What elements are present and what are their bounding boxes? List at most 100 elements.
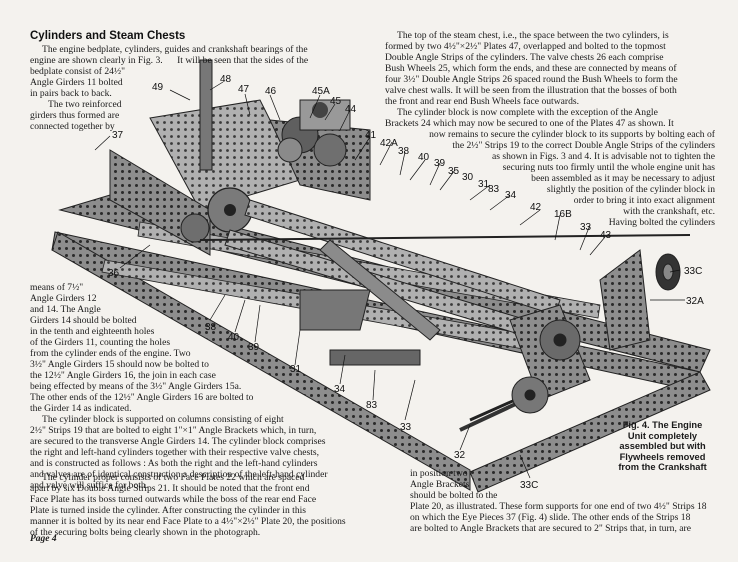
- mid-line: means of 7½": [30, 282, 84, 293]
- callout-34: 34: [334, 384, 346, 395]
- right-line: The top of the steam chest, i.e., the sp…: [397, 30, 669, 41]
- right-line: four 3½" Double Angle Strips 26 spaced r…: [385, 74, 678, 85]
- callout-45a: 45A: [312, 86, 330, 97]
- intro-line-1: The engine bedplate, cylinders, guides a…: [30, 44, 370, 55]
- cylinder-block: [109, 59, 371, 256]
- low-line: the 12½" Angle Girders 16, the join in e…: [30, 370, 216, 381]
- intro-text-b: engine are shown clearly in Fig. 3.: [30, 55, 163, 66]
- block-line: now remains to secure the cylinder block…: [429, 129, 715, 140]
- callout-32: 32: [454, 450, 466, 461]
- callout-40-top: 40: [418, 152, 430, 163]
- callout-45: 45: [330, 96, 342, 107]
- callout-38: 38: [205, 322, 217, 333]
- angle-brackets-wrap: in position two Angle Brackets should be…: [410, 468, 520, 501]
- callout-83: 83: [366, 400, 378, 411]
- block-line: The cylinder block is now complete with …: [397, 107, 658, 118]
- cylinder-proper-paragraph: The cylinder proper consists of two Face…: [30, 472, 450, 538]
- callout-42a: 42A: [380, 138, 398, 149]
- caption-line: Unit completely: [627, 430, 698, 441]
- callout-48: 48: [220, 74, 232, 85]
- left-mid-text: means of 7½" Angle Girders 12 and 14. Th…: [30, 282, 240, 359]
- wrap-line: in pairs back to back.: [30, 88, 112, 99]
- mid-line: Angle Girders 12: [30, 293, 97, 304]
- right-line: formed by two 4½"×2½" Plates 47, overlap…: [385, 41, 666, 52]
- cyl-line: and valve will suffice for both.: [30, 480, 149, 491]
- block-line: order to bring it into exact alignment: [573, 195, 715, 206]
- cyl-line: the right and left-hand cylinders togeth…: [30, 447, 320, 458]
- block-line: the 2½" Strips 19 to the correct Double …: [452, 140, 715, 151]
- callout-43: 43: [600, 230, 612, 241]
- wrap-line: bedplate consist of 24½": [30, 66, 126, 77]
- caption-line: from the Crankshaft: [618, 462, 707, 472]
- left-low-text: 3½" Angle Girders 15 should now be bolte…: [30, 359, 330, 414]
- mid-line: from the cylinder ends of the engine. Tw…: [30, 348, 191, 359]
- low-line: being effected by means of the 3½" Angle…: [30, 381, 242, 392]
- connecting-rods: [199, 199, 691, 432]
- support-line: are bolted to Angle Brackets that are se…: [410, 523, 691, 534]
- callout-36: 36: [108, 268, 120, 279]
- mid-line: and 14. The Angle: [30, 304, 101, 315]
- cyl-line: are secured to the transverse Angle Gird…: [30, 436, 326, 447]
- callout-37: 37: [112, 130, 124, 141]
- supports-paragraph: Plate 20, as illustrated. These form sup…: [410, 501, 720, 534]
- wrap-line: connected together by: [30, 121, 115, 132]
- bottom-line: apart by six Double Angle Strips 21. It …: [30, 483, 310, 494]
- callout-33c: 33C: [520, 480, 538, 491]
- block-line: as shown in Figs. 3 and 4. It is advisab…: [491, 151, 715, 162]
- cyl-line: The cylinder block is supported on colum…: [42, 414, 284, 425]
- callout-16b: 16B: [554, 209, 572, 220]
- wrap-line: in position two: [410, 468, 468, 479]
- callout-35: 35: [448, 166, 460, 177]
- callout-47: 47: [238, 84, 250, 95]
- callout-42: 42: [530, 202, 542, 213]
- cyl-line: and is constructed as follows : As both …: [30, 458, 318, 469]
- right-line: the front and rear end Bush Wheels face …: [385, 96, 580, 107]
- callout-38-top: 38: [398, 146, 410, 157]
- callout-33-top: 33: [580, 222, 592, 233]
- low-line: 3½" Angle Girders 15 should now be bolte…: [30, 359, 209, 370]
- wrap-line: The two reinforced: [48, 99, 122, 110]
- right-line: valve chest walls. It will be seen from …: [385, 85, 677, 96]
- bottom-line: Face Plate has its boss turned outwards …: [30, 494, 317, 505]
- low-line: The other ends of the 12½" Angle Girders…: [30, 392, 254, 403]
- callout-34-top: 34: [505, 190, 517, 201]
- block-line: Brackets 24 which may now be secured to …: [385, 118, 674, 129]
- block-line: been assembled as it may be necessary to…: [531, 173, 715, 184]
- bottom-line: Plate is turned inside the cylinder. Aft…: [30, 505, 307, 516]
- caption-line: Fig. 4. The Engine: [622, 420, 703, 430]
- intro-line-2: engine are shown clearly in Fig. 3. It w…: [30, 55, 370, 66]
- intro-text-a: The engine bedplate, cylinders, guides a…: [42, 44, 308, 55]
- callout-83-top: 83: [488, 184, 500, 195]
- mid-line: Girders 14 should be bolted: [30, 315, 137, 326]
- page-number: Page 4: [30, 534, 57, 544]
- bottom-line: manner it is bolted by its near end Face…: [30, 516, 346, 527]
- callout-49: 49: [152, 82, 164, 93]
- callout-39: 39: [248, 342, 260, 353]
- block-line: with the crankshaft, etc.: [623, 206, 715, 217]
- wrap-line: Angle Brackets: [410, 479, 470, 490]
- support-line: Plate 20, as illustrated. These form sup…: [410, 501, 707, 512]
- right-line: Double Angle Strips of the cylinders. Th…: [385, 52, 664, 63]
- mid-line: in the tenth and eighteenth holes: [30, 326, 155, 337]
- block-line: securing nuts too firmly until the whole…: [502, 162, 715, 173]
- cylinder-block-paragraph: The cylinder block is supported on colum…: [30, 414, 390, 491]
- right-line: Bush Wheels 25, which form the ends, and…: [385, 63, 677, 74]
- figure-caption: Fig. 4. The Engine Unit completely assem…: [605, 420, 720, 473]
- caption-line: Flywheels removed: [619, 451, 706, 462]
- callout-31: 31: [290, 364, 302, 375]
- callout-31-top: 31: [478, 179, 490, 190]
- wrap-line: should be bolted to the: [410, 490, 498, 501]
- callout-46: 46: [265, 86, 277, 97]
- caption-line: assembled but with: [619, 441, 706, 451]
- bottom-line: of the securing bolts being clearly show…: [30, 527, 261, 538]
- cyl-line: 2½" Strips 19 that are bolted to eight 1…: [30, 425, 317, 436]
- steam-chest-paragraph: The top of the steam chest, i.e., the sp…: [385, 30, 715, 107]
- wrap-line: girders thus formed are: [30, 110, 120, 121]
- section-heading: Cylinders and Steam Chests: [30, 30, 186, 42]
- callout-32a: 32A: [686, 296, 704, 307]
- low-line: the Girder 14 as indicated.: [30, 403, 132, 414]
- cylinder-complete-paragraph: The cylinder block is now complete with …: [385, 107, 715, 228]
- block-line: Having bolted the cylinders: [608, 217, 715, 228]
